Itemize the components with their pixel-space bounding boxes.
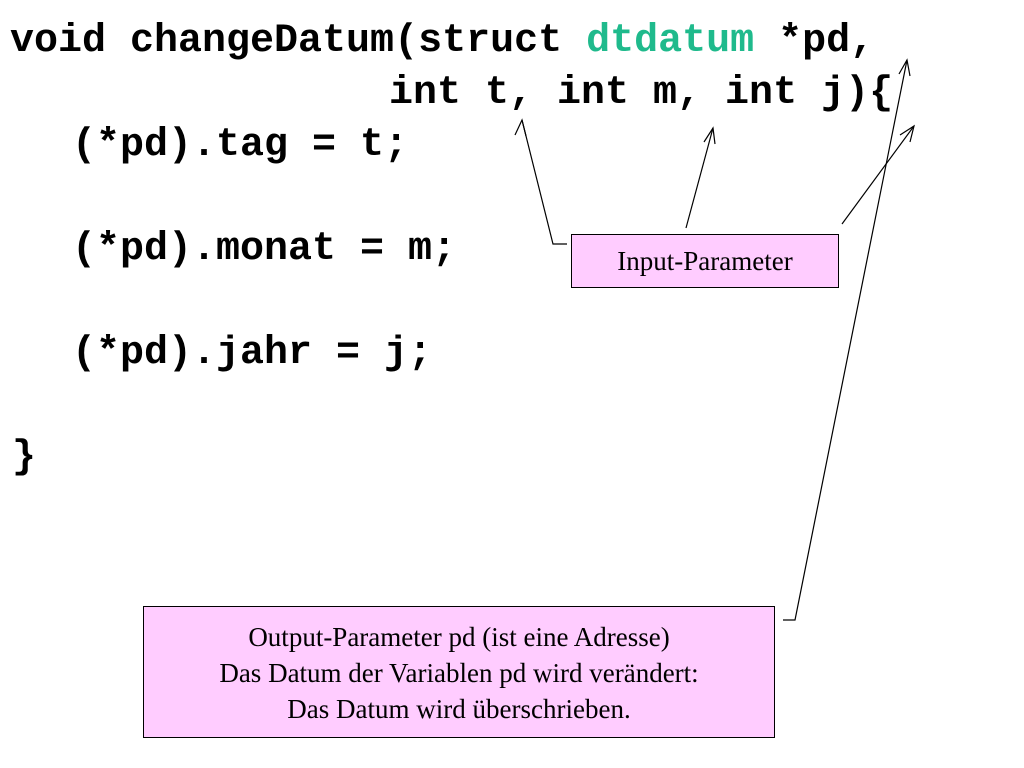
output-parameter-callout: Output-Parameter pd (ist eine Adresse) D…	[143, 606, 775, 738]
input-parameter-callout: Input-Parameter	[571, 234, 839, 288]
arrow-to-param-t	[521, 119, 567, 245]
code-line-monat: (*pd).monat = m;	[72, 227, 457, 272]
code-signature-suffix: *pd,	[754, 19, 875, 64]
arrowhead-param-pd	[898, 58, 911, 77]
code-signature-prefix: void changeDatum(struct	[10, 19, 587, 64]
code-line-closing-brace: }	[12, 435, 37, 480]
arrowhead-param-t	[514, 118, 527, 137]
arrowhead-param-j	[899, 124, 915, 143]
arrow-to-param-pd	[783, 59, 908, 621]
output-callout-line-2: Das Datum der Variablen pd wird veränder…	[219, 658, 699, 688]
code-line-signature: void changeDatum(struct dtdatum *pd,	[10, 18, 874, 66]
arrow-to-param-j	[841, 125, 915, 225]
arrow-to-param-m	[685, 127, 714, 229]
code-line-parameters: int t, int m, int j){	[389, 71, 894, 116]
output-callout-line-3: Das Datum wird überschrieben.	[287, 694, 631, 724]
code-line-tag: (*pd).tag = t;	[72, 123, 409, 168]
arrowhead-param-m	[703, 126, 716, 145]
output-callout-line-1: Output-Parameter pd (ist eine Adresse)	[248, 622, 670, 652]
code-struct-type: dtdatum	[586, 19, 755, 64]
code-line-jahr: (*pd).jahr = j;	[72, 331, 433, 376]
